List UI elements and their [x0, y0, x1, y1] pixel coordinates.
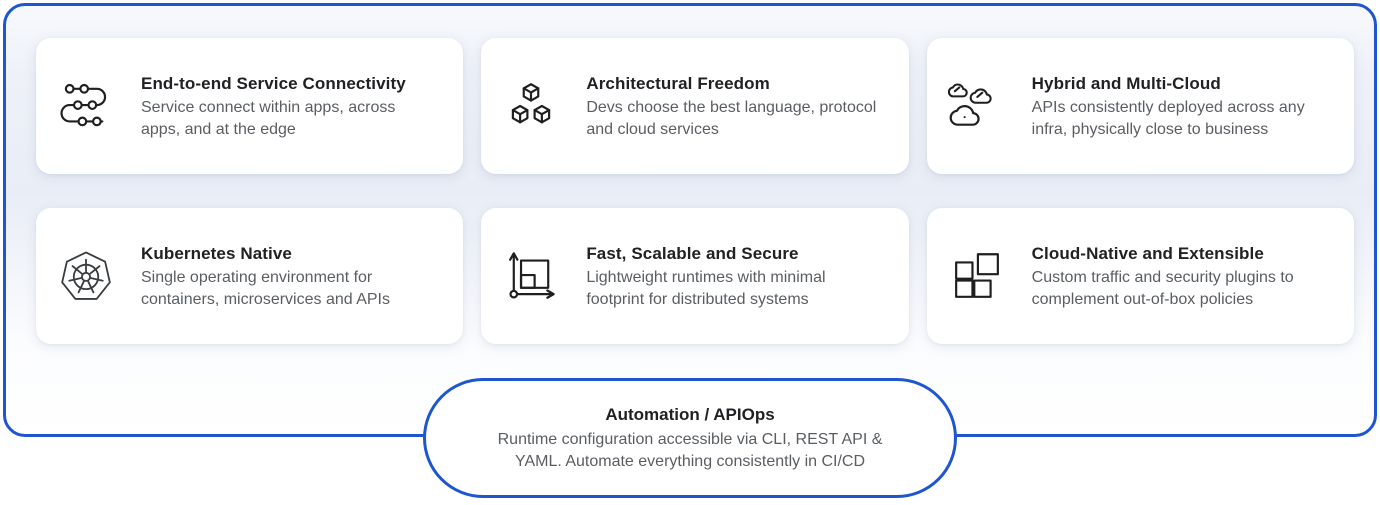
kubernetes-helm-icon [57, 247, 115, 305]
card-description: Lightweight runtimes with minimal footpr… [586, 268, 826, 308]
card-title: Kubernetes Native [141, 243, 292, 263]
architecture-cubes-icon [502, 77, 560, 135]
card-title: Cloud-Native and Extensible [1031, 243, 1264, 263]
service-connectivity-route-icon [57, 77, 115, 135]
capsule-title: Automation / APIOps [605, 405, 775, 424]
card-fast-scalable-and-secure: Fast, Scalable and Secure Lightweight ru… [481, 208, 909, 344]
card-title: Hybrid and Multi-Cloud [1031, 73, 1221, 93]
card-kubernetes-native: Kubernetes Native Single operating envir… [36, 208, 464, 344]
card-title: Architectural Freedom [586, 73, 770, 93]
automation-capsule: Automation / APIOps Runtime configuratio… [423, 378, 957, 498]
features-grid: End-to-end Service Connectivity Service … [6, 6, 1374, 344]
card-title: Fast, Scalable and Secure [586, 243, 799, 263]
extensible-plugins-icon [948, 247, 1006, 305]
features-panel: End-to-end Service Connectivity Service … [3, 3, 1377, 437]
card-cloud-native-and-extensible: Cloud-Native and Extensible Custom traff… [926, 208, 1354, 344]
scalability-axes-icon [502, 247, 560, 305]
multi-cloud-icon [947, 77, 1006, 135]
card-hybrid-and-multi-cloud: Hybrid and Multi-Cloud APIs consistently… [926, 38, 1354, 174]
capsule-description: Runtime configuration accessible via CLI… [497, 431, 883, 470]
card-description: Single operating environment for contain… [141, 268, 390, 308]
card-description: Service connect within apps, across apps… [141, 98, 396, 138]
card-description: Custom traffic and security plugins to c… [1031, 268, 1294, 308]
card-description: Devs choose the best language, protocol … [586, 98, 877, 138]
card-title: End-to-end Service Connectivity [141, 73, 406, 93]
card-architectural-freedom: Architectural Freedom Devs choose the be… [481, 38, 909, 174]
card-end-to-end-service-connectivity: End-to-end Service Connectivity Service … [36, 38, 464, 174]
card-description: APIs consistently deployed across any in… [1031, 98, 1305, 138]
